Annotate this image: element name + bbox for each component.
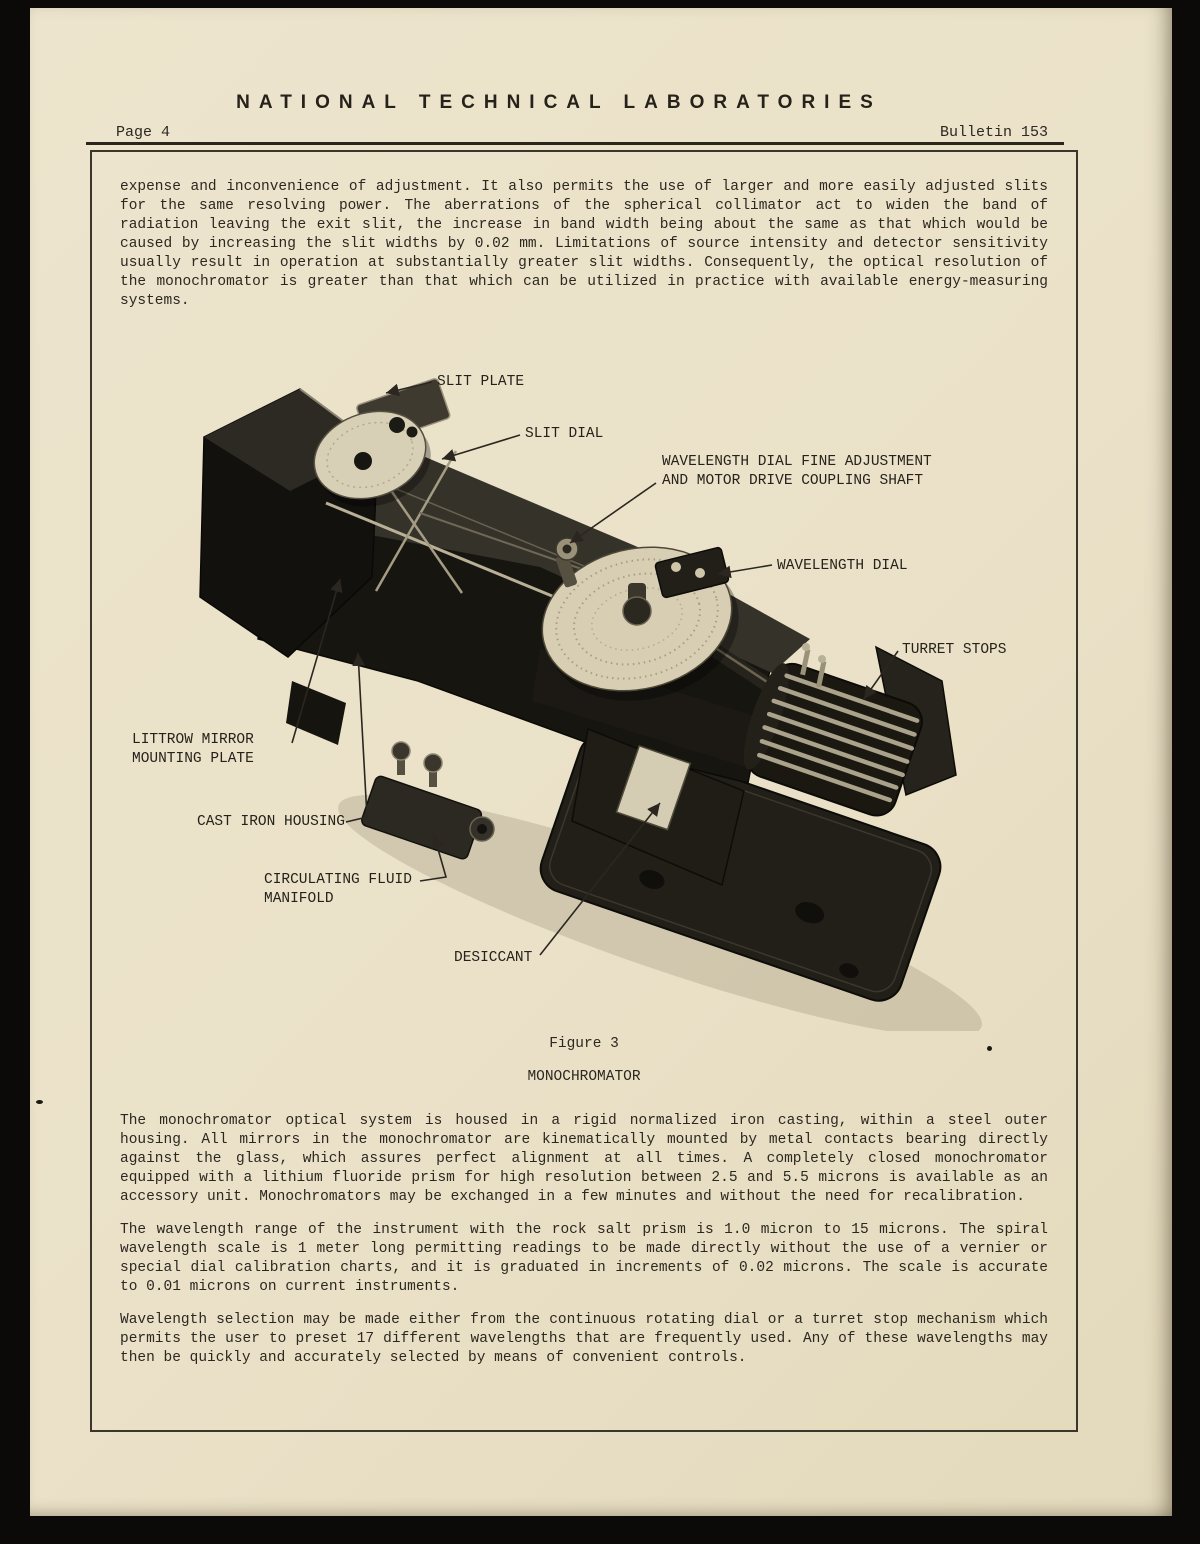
figure-3-area: SLIT PLATE SLIT DIAL WAVELENGTH DIAL FIN… [120, 351, 1052, 1031]
turret-shape [743, 662, 923, 817]
slit-dial-shape [313, 410, 431, 507]
figure-label-cast-iron-housing: CAST IRON HOUSING [197, 814, 345, 830]
figure-label-desiccant: DESICCANT [454, 950, 533, 966]
body-paragraph-2: The monochromator optical system is hous… [120, 1113, 1048, 1205]
wavelength-dial-shape [541, 546, 739, 701]
page-number: Page 4 [116, 124, 171, 141]
scan-speck [36, 1100, 43, 1104]
figure-label-littrow-mirror: LITTROW MIRROR MOUNTING PLATE [132, 732, 254, 767]
scan-speck [987, 1046, 992, 1051]
figure-label-fine-adjustment: WAVELENGTH DIAL FINE ADJUSTMENT AND MOTO… [662, 454, 932, 489]
organization-title: NATIONAL TECHNICAL LABORATORIES [236, 92, 882, 113]
callout-arrows [291, 381, 899, 956]
body-paragraph-1: expense and inconvenience of adjustment.… [120, 179, 1048, 309]
figure-caption: Figure 3 [549, 1036, 619, 1052]
bulletin-number: Bulletin 153 [939, 124, 1048, 141]
figure-title: MONOCHROMATOR [527, 1069, 641, 1085]
fluid-manifold-shape [361, 741, 495, 860]
figure-label-slit-dial: SLIT DIAL [525, 426, 604, 442]
body-paragraph-4: Wavelength selection may be made either … [120, 1312, 1048, 1366]
content-frame: expense and inconvenience of adjustment.… [90, 150, 1078, 1432]
figure-label-turret-stops: TURRET STOPS [902, 642, 1007, 658]
paper-sheet: NATIONAL TECHNICAL LABORATORIES Page 4 B… [30, 8, 1172, 1516]
body-paragraph-3: The wavelength range of the instrument w… [120, 1222, 1048, 1295]
monochromator-photo [199, 378, 982, 1031]
coupling-shaft-shape [555, 537, 579, 588]
header-meta-row: Page 4 Bulletin 153 [116, 124, 1048, 141]
figure-label-fluid-manifold: CIRCULATING FLUID MANIFOLD [264, 872, 412, 907]
header-rule [86, 142, 1064, 145]
figure-label-slit-plate: SLIT PLATE [437, 374, 525, 390]
figure-label-wavelength-dial: WAVELENGTH DIAL [777, 558, 908, 574]
